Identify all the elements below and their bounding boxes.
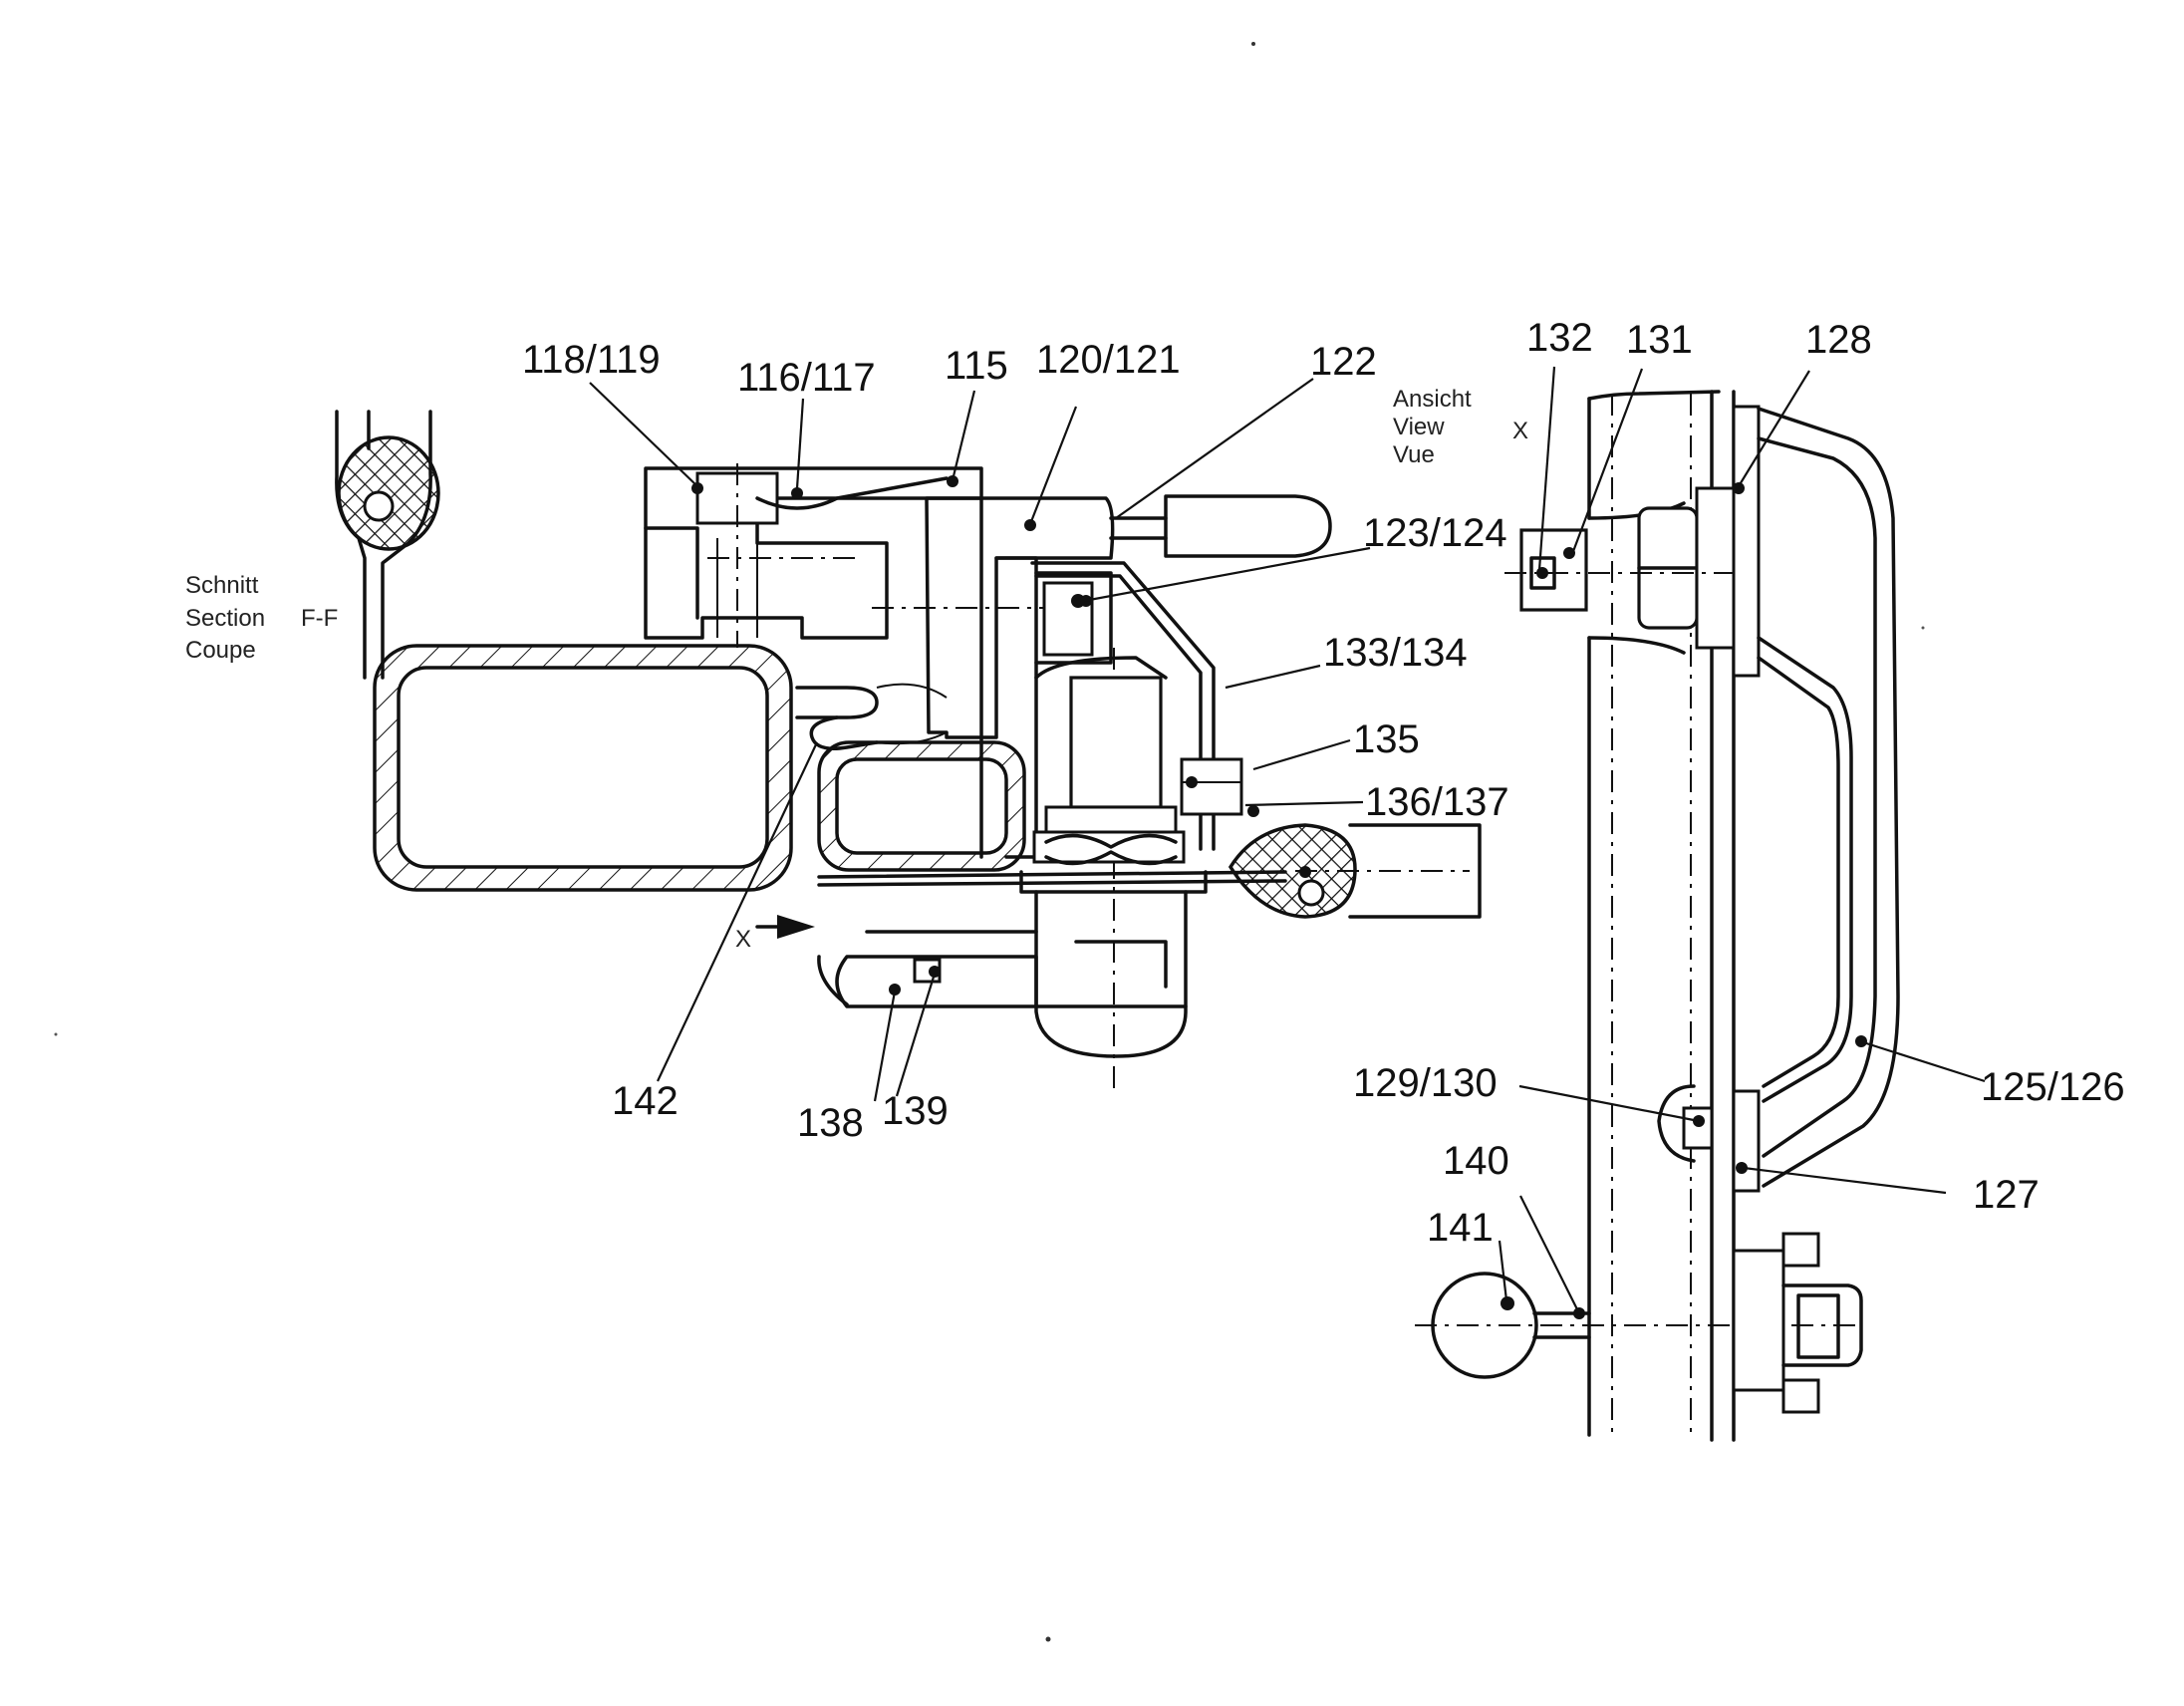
callout-116-117: 116/117	[737, 356, 876, 400]
callout-128: 128	[1805, 318, 1872, 362]
callout-131: 131	[1626, 318, 1693, 362]
view-bolt-lower	[1657, 1084, 1714, 1163]
bolt-assembly	[1034, 571, 1113, 665]
callout-122: 122	[1310, 340, 1377, 384]
callout-labels: 118/119 116/117 115 120/121 122 123/124 …	[522, 316, 2125, 1250]
callout-127: 127	[1973, 1173, 2040, 1217]
view-caption-en: View	[1393, 414, 1445, 440]
callout-123-124: 123/124	[1363, 511, 1507, 555]
lower-clamp	[817, 930, 1038, 1008]
leader-lines	[589, 366, 1986, 1314]
section-ff-drawing: X	[335, 410, 1482, 1091]
callout-115: 115	[945, 344, 1008, 388]
nut-135	[1180, 757, 1243, 816]
callout-129-130: 129/130	[1353, 1061, 1498, 1105]
view-x-arrow: X	[735, 915, 815, 953]
section-caption-fr: Coupe	[185, 637, 256, 664]
view-bolt-top	[1504, 486, 1759, 650]
small-rect-tube	[817, 740, 1026, 872]
view-x-drawing	[1415, 390, 1900, 1442]
spring-clip	[795, 683, 948, 750]
section-caption-de: Schnitt	[185, 572, 259, 599]
callout-125-126: 125/126	[1981, 1065, 2125, 1109]
callout-133-134: 133/134	[1323, 631, 1468, 675]
callout-140: 140	[1443, 1139, 1509, 1183]
central-shaft	[1032, 648, 1186, 1091]
callout-138: 138	[797, 1101, 864, 1145]
left-vertical-tube	[335, 410, 440, 680]
view-ball-knob	[1415, 1232, 1863, 1414]
arrow-x-mark: X	[735, 926, 751, 953]
callout-132: 132	[1526, 316, 1593, 360]
large-rect-tube	[373, 644, 793, 892]
section-caption: Schnitt Section Coupe F-F	[185, 572, 338, 664]
callout-135: 135	[1353, 717, 1420, 761]
view-caption: Ansicht View Vue X	[1393, 386, 1528, 468]
top-handle-knob	[1109, 494, 1332, 558]
callout-141: 141	[1427, 1206, 1494, 1250]
view-mark: X	[1512, 418, 1528, 444]
view-caption-de: Ansicht	[1393, 386, 1472, 413]
section-mark: F-F	[301, 605, 338, 632]
base-plate	[817, 823, 1482, 1058]
callout-136-137: 136/137	[1365, 780, 1509, 824]
top-clamp-block	[644, 463, 983, 648]
view-caption-fr: Vue	[1393, 441, 1435, 468]
mounting-bracket	[872, 496, 1115, 859]
section-caption-en: Section	[185, 605, 265, 632]
callout-139: 139	[882, 1089, 949, 1133]
callout-120-121: 120/121	[1036, 338, 1181, 382]
view-handle	[1732, 405, 1900, 1193]
callout-142: 142	[612, 1079, 679, 1123]
callout-118-119: 118/119	[522, 338, 661, 382]
